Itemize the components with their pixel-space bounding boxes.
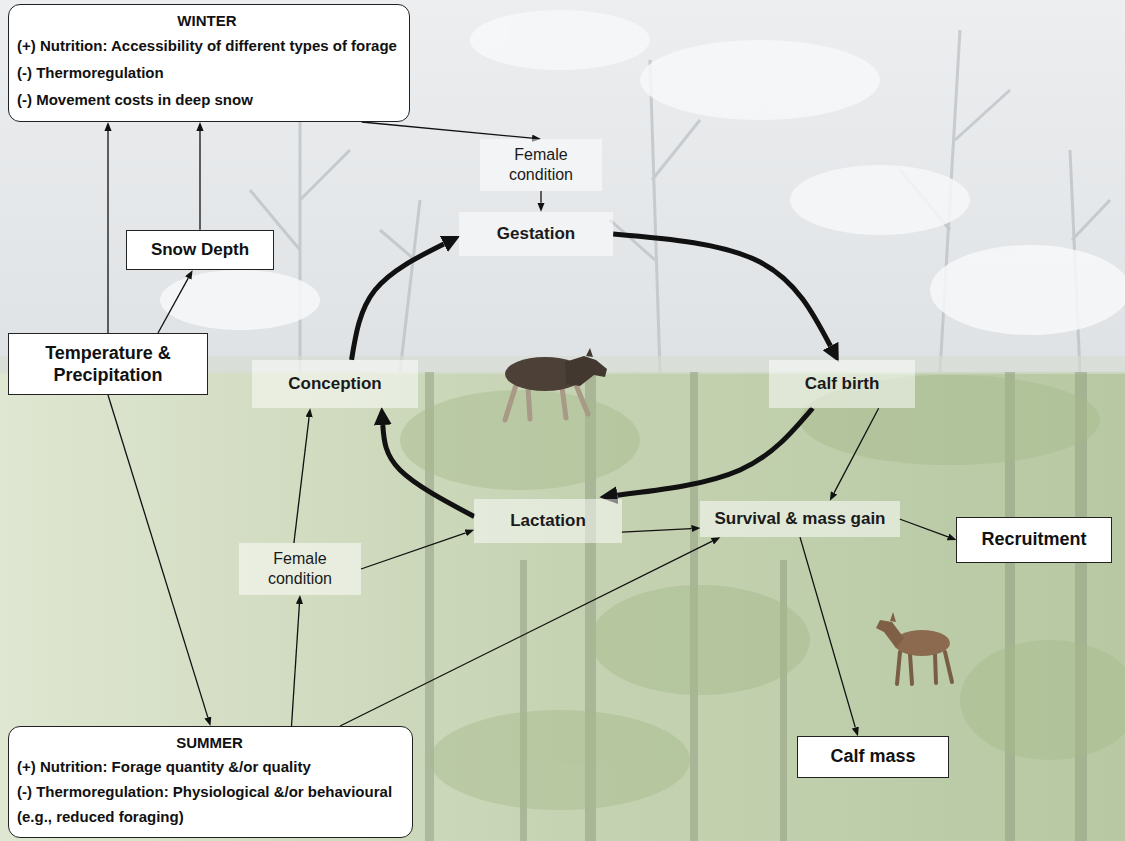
branch: [380, 200, 420, 372]
panel-item: (-) Thermoregulation: Physiological &/or…: [17, 779, 402, 829]
trunk: [780, 560, 787, 841]
moose-head: [565, 356, 607, 386]
snow-clump: [640, 40, 880, 120]
panel-item: (-) Movement costs in deep snow: [17, 86, 397, 113]
node-label: Female condition: [500, 145, 582, 185]
influence-arrow: [362, 122, 532, 138]
panel-item: (-) Thermoregulation: [17, 59, 397, 86]
influence-arrow: [361, 533, 466, 569]
calf-body: [894, 630, 950, 656]
moose-calf: [876, 612, 952, 684]
snow-clump: [930, 245, 1125, 335]
node-label: Female condition: [259, 549, 341, 589]
outcome-box: Recruitment: [956, 517, 1111, 563]
node-label: Gestation: [497, 224, 575, 244]
cycle-arrow: [617, 408, 812, 495]
leaf-cluster: [400, 390, 640, 490]
node-label: Calf birth: [805, 374, 880, 394]
moose-leg: [562, 387, 566, 418]
season-panel: WINTER(+) Nutrition: Accessibility of di…: [8, 4, 410, 122]
moose-leg: [505, 385, 516, 420]
calf-head: [876, 620, 904, 648]
influence-arrow: [340, 541, 712, 726]
panel-item: (+) Nutrition: Forage quantity &/or qual…: [17, 754, 402, 779]
snow-clump: [160, 270, 320, 330]
influence-arrow: [158, 278, 188, 333]
panel-heading: SUMMER: [17, 732, 402, 754]
snow-clump: [790, 165, 970, 235]
calf-leg: [935, 654, 936, 683]
influence-arrow: [540, 191, 541, 203]
snow-clump: [470, 10, 650, 70]
moose-leg: [576, 385, 588, 414]
moose-ear: [586, 348, 593, 357]
influence-arrow: [622, 529, 692, 533]
season-panel: SUMMER(+) Nutrition: Forage quantity &/o…: [8, 726, 413, 838]
factor-box: Snow Depth: [126, 230, 274, 270]
condition-box: Female condition: [239, 543, 361, 595]
influence-arrow: [107, 131, 108, 333]
node-label: Calf mass: [830, 746, 915, 768]
cycle-arrow: [613, 234, 830, 346]
cycle-arrow: [352, 244, 444, 360]
moose-leg: [528, 387, 530, 419]
stage-label: Calf birth: [769, 360, 916, 408]
climate-box: Temperature & Precipitation: [8, 333, 208, 395]
panel-heading: WINTER: [17, 10, 397, 32]
stage-label: Gestation: [459, 212, 613, 256]
condition-box: Female condition: [480, 139, 602, 191]
foliage: [400, 375, 1125, 810]
node-label: Survival & mass gain: [714, 509, 885, 529]
influence-arrow: [800, 537, 855, 727]
influence-arrow: [108, 395, 208, 717]
node-label: Lactation: [510, 511, 586, 531]
node-label: Conception: [288, 374, 382, 394]
outcome-box: Calf mass: [797, 736, 948, 778]
leaf-cluster: [960, 640, 1125, 760]
influence-arrow: [199, 131, 200, 230]
stage-label: Lactation: [474, 499, 622, 543]
adult-moose: [505, 348, 607, 420]
calf-ear: [890, 612, 896, 622]
panel-item: (+) Nutrition: Accessibility of differen…: [17, 32, 397, 59]
stage-label: Conception: [252, 360, 418, 408]
summer-forest: [0, 372, 1125, 841]
outcome-label: Survival & mass gain: [700, 501, 899, 537]
cycle-arrow: [383, 425, 474, 517]
calf-leg: [910, 654, 912, 684]
leaf-cluster: [590, 585, 810, 695]
leaf-cluster: [430, 710, 690, 810]
calf-legs: [897, 652, 952, 684]
influence-arrow: [294, 417, 309, 543]
calf-leg: [945, 652, 952, 682]
influence-arrow: [834, 408, 879, 493]
influence-arrow: [900, 519, 949, 537]
node-label: Temperature & Precipitation: [29, 342, 187, 386]
node-label: Snow Depth: [151, 240, 249, 260]
node-label: Recruitment: [981, 529, 1086, 551]
influence-arrow: [292, 604, 300, 726]
calf-leg: [897, 652, 900, 684]
